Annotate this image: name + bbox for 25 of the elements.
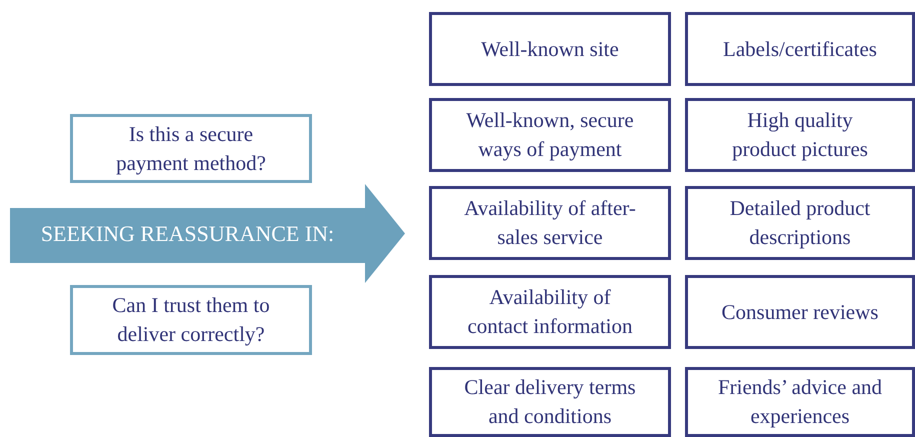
factor-box bbox=[685, 12, 915, 86]
arrow-label: SEEKING REASSURANCE IN: bbox=[40, 220, 334, 246]
factor-box bbox=[685, 275, 915, 349]
factor-box bbox=[429, 186, 671, 260]
box-text: Is this a secure payment method? bbox=[115, 120, 267, 176]
factor-box bbox=[429, 12, 671, 86]
factor-box bbox=[429, 275, 671, 349]
box-text: Friends’ advice and experiences bbox=[716, 374, 884, 430]
box-text: High quality product pictures bbox=[731, 107, 869, 163]
factor-box bbox=[429, 98, 671, 172]
box-text: Well-known, secure ways of payment bbox=[465, 107, 635, 163]
box-text: Consumer reviews bbox=[720, 298, 880, 326]
box-text: Can I trust them to deliver correctly? bbox=[111, 292, 271, 348]
box-text: Labels/certificates bbox=[722, 36, 878, 62]
box-text: Availability of after-sales service bbox=[463, 195, 637, 251]
factor-box bbox=[685, 367, 915, 437]
factor-box bbox=[685, 98, 915, 172]
factor-box bbox=[429, 367, 671, 437]
question-box bbox=[70, 114, 312, 183]
box-text: Availability of contact information bbox=[466, 284, 634, 340]
factor-box bbox=[685, 186, 915, 260]
question-box bbox=[70, 285, 312, 355]
box-text: Detailed product descriptions bbox=[728, 195, 872, 251]
box-text: Well-known site bbox=[480, 36, 620, 62]
box-text: Clear delivery terms and conditions bbox=[463, 374, 637, 430]
